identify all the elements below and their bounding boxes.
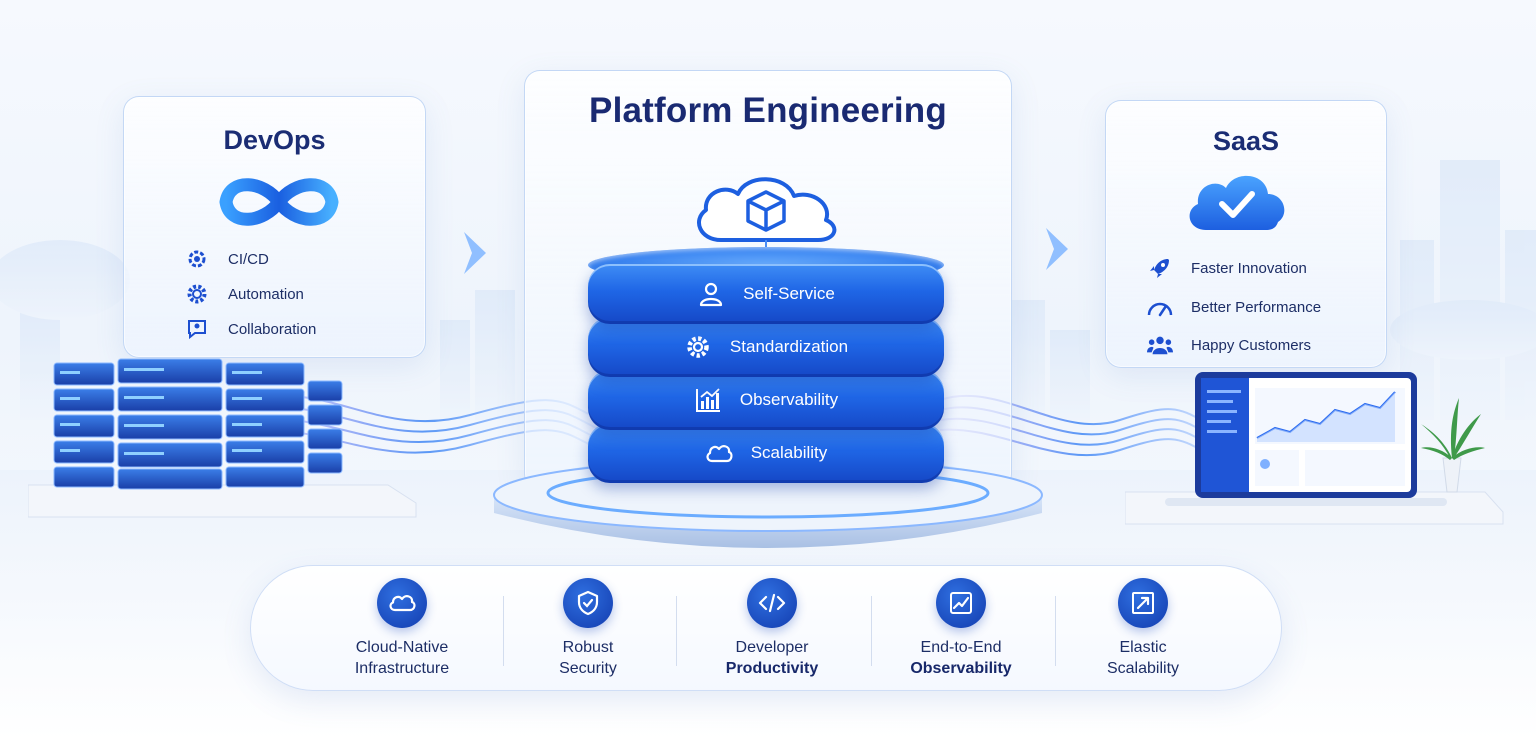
capability-line1: Developer: [735, 639, 809, 656]
capability-end-to-end-observability: End-to-End Observability: [866, 578, 1056, 679]
layer-standardization: Standardization: [588, 317, 944, 377]
saas-item-better-performance: Better Performance: [1147, 294, 1321, 320]
devops-item-label: Automation: [228, 285, 304, 303]
rocket-icon: [1147, 255, 1173, 281]
infinity-icon: [219, 178, 339, 226]
capability-line1: Cloud-Native: [355, 639, 449, 656]
user-icon: [697, 280, 725, 308]
cloud-cube-icon: [697, 177, 837, 260]
layer-scalability: Scalability: [588, 423, 944, 483]
laptop-dashboard-illustration: [1125, 372, 1504, 525]
gear-icon: [684, 333, 712, 361]
devops-item-cicd: CI/CD: [184, 246, 269, 272]
capability-line1: Elastic: [1119, 639, 1167, 656]
capability-line2: Infrastructure: [354, 660, 450, 677]
divider: [503, 596, 504, 666]
chart-icon: [694, 386, 722, 414]
saas-item-happy-customers: Happy Customers: [1147, 332, 1311, 358]
capability-line2: Scalability: [1106, 660, 1180, 677]
devops-panel: DevOps: [123, 96, 426, 358]
devops-item-automation: Automation: [184, 281, 304, 307]
devops-title: DevOps: [223, 125, 326, 155]
shield-check-icon: [563, 578, 613, 628]
devops-item-collaboration: Collaboration: [184, 316, 316, 342]
saas-panel: SaaS: [1105, 100, 1387, 368]
capability-line2: Security: [559, 660, 617, 677]
layer-label: Standardization: [729, 337, 849, 356]
cloud-icon: [377, 578, 427, 628]
saas-item-label: Better Performance: [1191, 298, 1322, 316]
layer-label: Self-Service: [743, 284, 835, 303]
line-chart-icon: [936, 578, 986, 628]
chevron-right-icon: [464, 232, 486, 274]
saas-item-faster-innovation: Faster Innovation: [1147, 255, 1307, 281]
capability-line2: Observability: [910, 660, 1012, 677]
cloud-check-icon: [1189, 175, 1285, 230]
divider: [676, 596, 677, 666]
devops-item-label: Collaboration: [228, 320, 317, 338]
capability-line1: Robust: [562, 639, 614, 656]
capability-line1: End-to-End: [920, 639, 1002, 656]
capability-line2: Productivity: [725, 660, 819, 677]
layer-label: Scalability: [750, 443, 828, 462]
people-chat-icon: [184, 316, 210, 342]
users-icon: [1147, 332, 1173, 358]
expand-icon: [1118, 578, 1168, 628]
saas-item-label: Faster Innovation: [1191, 259, 1307, 277]
cloud-icon: [705, 439, 733, 467]
capability-elastic-scalability: Elastic Scalability: [1048, 578, 1238, 679]
capability-cloud-native: Cloud-Native Infrastructure: [307, 578, 497, 679]
gauge-icon: [1147, 294, 1173, 320]
saas-title: SaaS: [1212, 126, 1280, 156]
capability-developer-productivity: Developer Productivity: [677, 578, 867, 679]
saas-item-label: Happy Customers: [1191, 336, 1312, 354]
layer-self-service: Self-Service: [588, 264, 944, 324]
platform-title: Platform Engineering: [589, 91, 947, 130]
gear-icon: [184, 281, 210, 307]
server-rack-illustration: [28, 358, 417, 518]
divider: [871, 596, 872, 666]
gear-cycle-icon: [184, 246, 210, 272]
capability-robust-security: Robust Security: [493, 578, 683, 679]
layer-label: Observability: [739, 390, 839, 409]
divider: [1055, 596, 1056, 666]
chevron-right-icon: [1046, 228, 1068, 270]
layer-observability: Observability: [588, 370, 944, 430]
devops-item-label: CI/CD: [228, 250, 269, 268]
code-icon: [747, 578, 797, 628]
